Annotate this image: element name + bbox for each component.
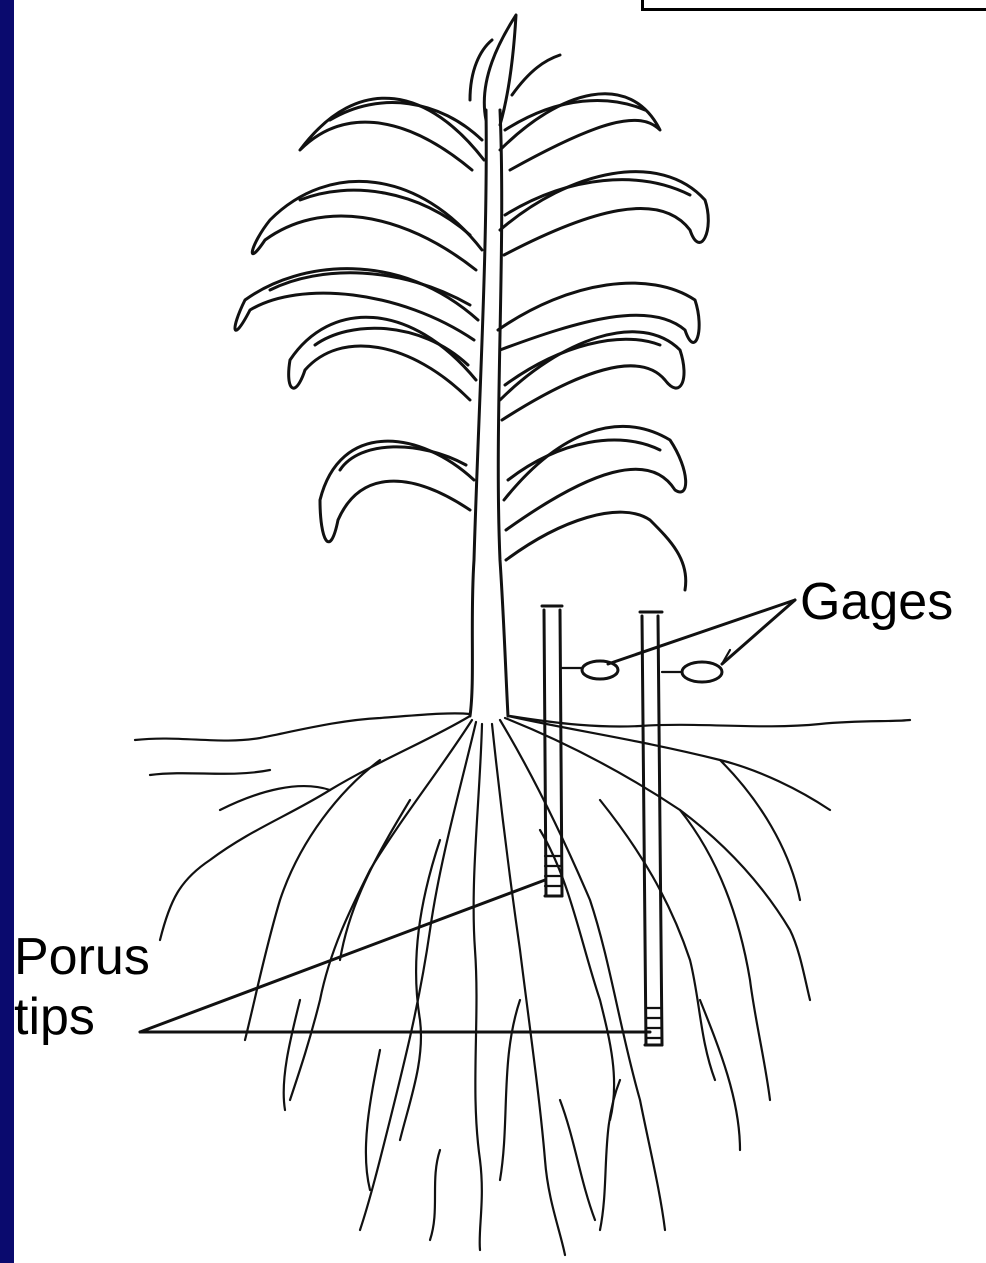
soil-surface xyxy=(135,713,910,775)
diagram-canvas: Gages Porus tips xyxy=(14,0,986,1263)
gages-label: Gages xyxy=(800,573,953,631)
corn-leaves xyxy=(235,15,708,590)
porous-tip-left xyxy=(545,856,561,886)
pressure-gage-right xyxy=(662,662,722,682)
corn-stalk xyxy=(470,110,508,716)
porus-label-line1: Porus xyxy=(14,928,150,986)
tensiometer-tube-right xyxy=(640,612,662,1045)
tensiometer-diagram xyxy=(14,0,986,1263)
gages-leader-lines xyxy=(608,600,795,664)
porus-tips-leader-lines xyxy=(140,880,650,1032)
porus-label-line2: tips xyxy=(14,988,95,1046)
